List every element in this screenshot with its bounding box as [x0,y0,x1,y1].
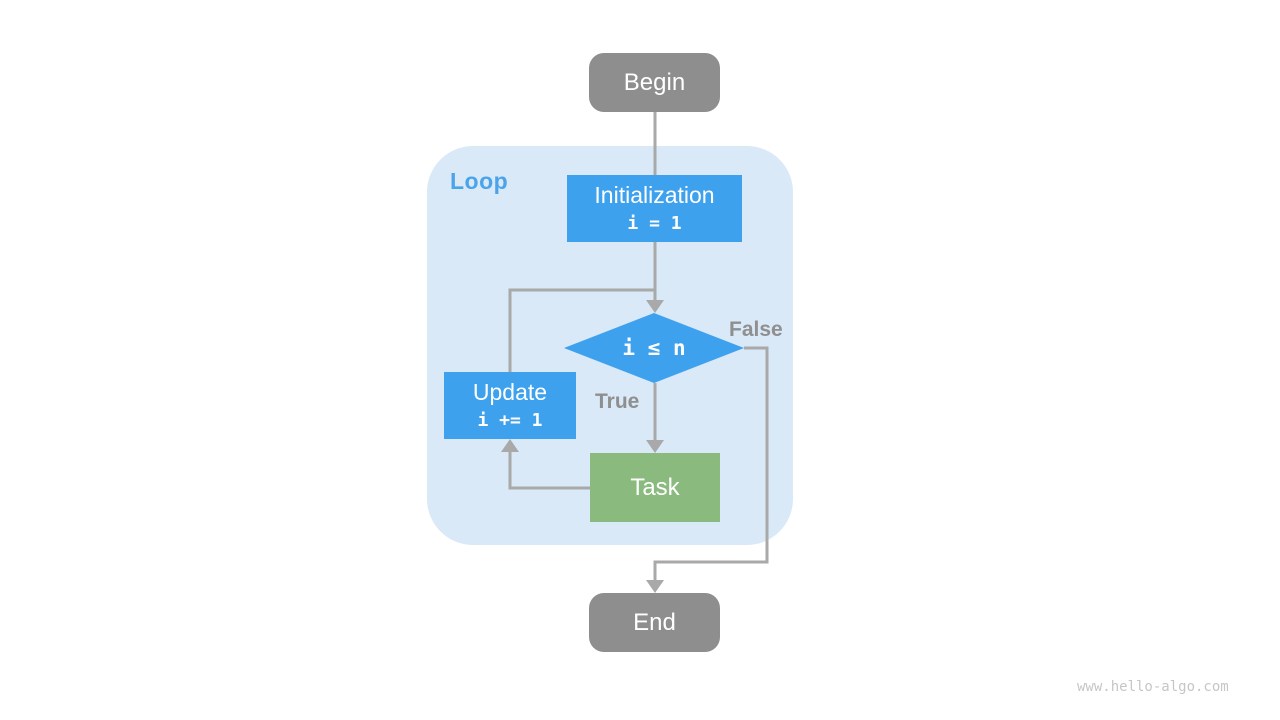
arrowhead-into-condition [646,300,664,313]
edge-update-to-condition [508,288,656,373]
arrowhead-into-task [646,440,664,453]
task-label: Task [630,473,680,501]
condition-code: i ≤ n [622,336,686,360]
begin-label: Begin [623,68,686,96]
edge-task-to-update [508,444,590,490]
loop-label: Loop [450,168,509,194]
begin-node: Begin [589,53,720,112]
initialization-title: Initialization [594,181,715,208]
true-branch-label: True [595,390,640,413]
arrowhead-into-end [646,580,664,593]
false-branch-label: False [729,318,783,341]
end-node: End [589,593,720,652]
initialization-code: i = 1 [627,212,682,234]
update-code: i += 1 [477,409,543,431]
edge-condition-to-end [653,346,769,588]
initialization-node: Initialization i = 1 [567,175,742,242]
arrowhead-into-update [501,439,519,452]
watermark: www.hello-algo.com [1077,679,1229,695]
end-label: End [633,608,676,636]
update-title: Update [472,378,548,405]
task-node: Task [590,453,720,522]
update-node: Update i += 1 [444,372,576,439]
